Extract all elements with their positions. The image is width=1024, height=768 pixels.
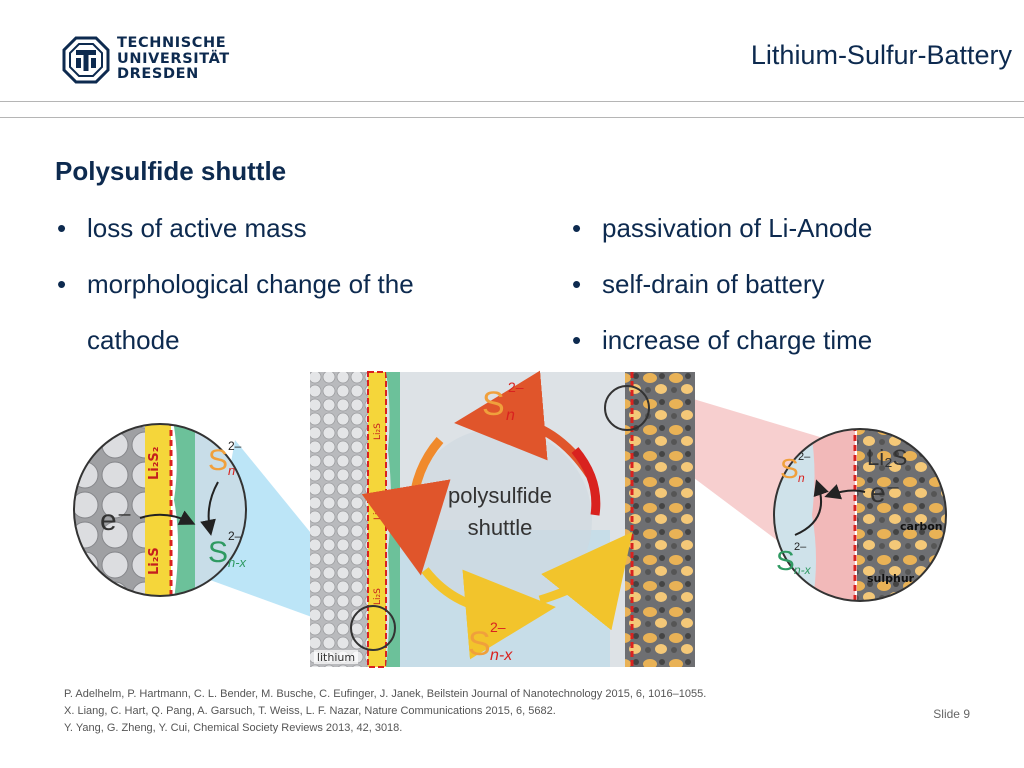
charge-label: 2– xyxy=(228,439,242,453)
bullet-list-left: loss of active mass morphological change… xyxy=(55,200,455,368)
zoom-marker-anode xyxy=(350,605,396,651)
cathode-magnified-border xyxy=(773,428,947,602)
reference-item: P. Adelhelm, P. Hartmann, C. L. Bender, … xyxy=(64,688,707,700)
charge-label: 2– xyxy=(798,451,811,463)
anode-magnified-border xyxy=(73,423,247,597)
slide-title: Lithium-Sulfur-Battery xyxy=(750,40,1012,70)
oxidation-arrow xyxy=(794,479,829,536)
slide-number: Slide 9 xyxy=(933,707,970,721)
shuttle-arrow xyxy=(421,567,556,660)
bullet-item: loss of active mass xyxy=(55,200,455,256)
sulfur-symbol: S xyxy=(482,385,505,423)
header-divider xyxy=(0,117,1024,118)
shuttle-arrow xyxy=(538,531,633,631)
sulfur-symbol: S xyxy=(208,536,228,569)
sulfur-cathode xyxy=(625,372,695,667)
electron-label: e⁻ xyxy=(100,504,133,537)
li2s-label: Li₂S xyxy=(867,445,907,470)
reduction-arrow xyxy=(200,481,219,536)
sulfur-symbol: S xyxy=(776,545,795,576)
bullet-item: morphological change of the cathode xyxy=(55,256,455,368)
lithium-label: lithium xyxy=(317,651,355,664)
polysulfide-short-chain-label: S 2– n-x xyxy=(468,619,513,664)
lithium-label-bg xyxy=(314,650,358,664)
logo-line: TECHNISCHE xyxy=(117,35,227,51)
subscript-nx: n-x xyxy=(228,555,247,570)
shuttle-arrow xyxy=(361,437,451,576)
subscript-n: n xyxy=(506,407,515,424)
li2s-label: Li₂S xyxy=(147,547,162,575)
charge-label: 2– xyxy=(794,541,807,553)
sulfur-symbol: S xyxy=(468,625,491,663)
section-heading: Polysulfide shuttle xyxy=(55,156,287,186)
sulfur-symbol: S xyxy=(208,444,228,477)
subscript-n: n xyxy=(798,471,805,485)
bullet-list-right: passivation of Li-Anode self-drain of ba… xyxy=(570,200,990,368)
charge-label: 2– xyxy=(490,619,506,635)
sulfur-symbol: S xyxy=(780,453,799,484)
li2s2-label: Li₂S₂ xyxy=(147,447,162,481)
sulphur-label: sulphur xyxy=(867,572,915,585)
logo-wordmark: TECHNISCHE UNIVERSITÄT DRESDEN xyxy=(117,35,230,83)
university-emblem-icon xyxy=(62,36,110,84)
cycle-label: polysulfide xyxy=(448,483,552,508)
subscript-nx: n-x xyxy=(490,647,513,664)
logo-line: UNIVERSITÄT xyxy=(117,50,230,67)
reference-item: Y. Yang, G. Zheng, Y. Cui, Chemical Soci… xyxy=(64,722,403,734)
electron-label: e⁻ xyxy=(870,477,900,508)
header-divider xyxy=(0,101,1024,102)
zoom-marker-cathode xyxy=(604,385,650,431)
polysulfide-shuttle-figure: lithium Li₂S Li₂S Li₂S polysulfide shutt… xyxy=(73,370,947,668)
bullet-item: self-drain of battery xyxy=(570,256,990,312)
electron-arrow xyxy=(139,510,196,525)
li2s-layer-label: Li₂S xyxy=(373,588,383,605)
tu-dresden-logo: TECHNISCHE UNIVERSITÄT DRESDEN xyxy=(62,35,232,88)
logo-line: DRESDEN xyxy=(117,66,199,82)
li2s-layer-label: Li₂S xyxy=(373,503,383,520)
subscript-n: n xyxy=(228,463,235,478)
shuttle-arrow xyxy=(571,447,601,516)
bullet-item: increase of charge time xyxy=(570,312,990,368)
references: P. Adelhelm, P. Hartmann, C. L. Bender, … xyxy=(64,686,706,737)
bullet-item: passivation of Li-Anode xyxy=(570,200,990,256)
electron-arrow xyxy=(824,484,866,500)
li2s-layer-label: Li₂S xyxy=(373,423,383,440)
lithium-anode xyxy=(310,372,368,667)
charge-label: 2– xyxy=(508,379,524,395)
subscript-nx: n-x xyxy=(794,563,812,577)
reference-item: X. Liang, C. Hart, Q. Pang, A. Garsuch, … xyxy=(64,705,556,717)
carbon-label: carbon xyxy=(900,520,943,533)
charge-label: 2– xyxy=(228,529,242,543)
cycle-label: shuttle xyxy=(468,515,533,540)
polysulfide-long-chain-label: S 2– n xyxy=(482,379,524,424)
